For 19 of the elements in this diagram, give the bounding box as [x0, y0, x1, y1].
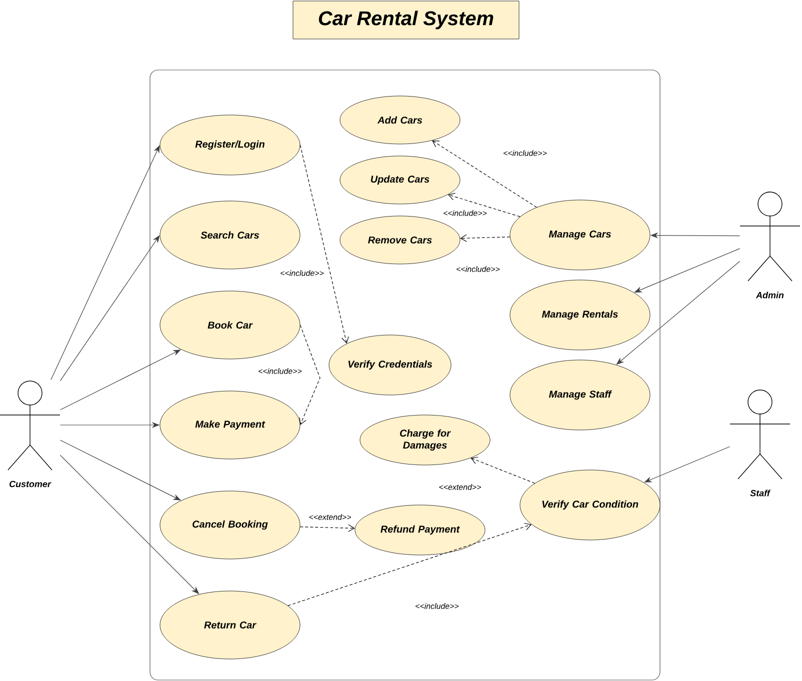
node-label: Admin [756, 292, 784, 298]
arrow [50, 145, 160, 380]
arrow [470, 456, 536, 484]
node-label: Customer [10, 480, 52, 488]
arrow [616, 260, 740, 365]
arrow [448, 192, 520, 217]
actor: Staff [730, 390, 790, 496]
arrow [460, 234, 510, 242]
arrow [299, 324, 320, 425]
actor: Customer [0, 380, 60, 488]
arrow [60, 235, 160, 382]
arrow [288, 522, 532, 606]
arrow [432, 140, 537, 208]
system-boundary [150, 70, 660, 680]
node-label: Staff [750, 490, 771, 496]
title-box: Car Rental System [292, 0, 520, 40]
arrow [300, 524, 355, 532]
arrow [300, 144, 349, 344]
actor: Admin [740, 192, 800, 298]
